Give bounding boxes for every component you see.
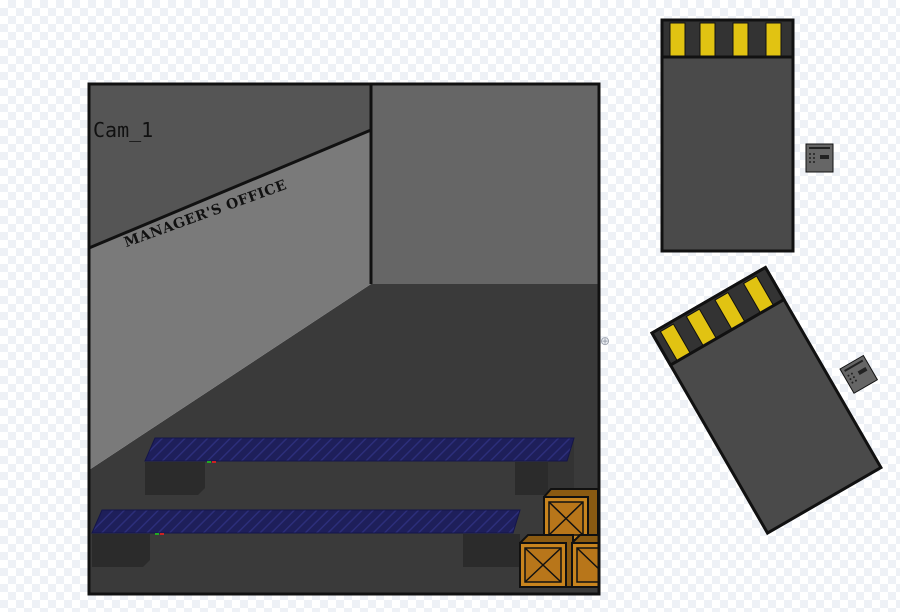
door-button-upright[interactable] xyxy=(805,143,834,173)
left-wall xyxy=(89,130,371,470)
conveyor-lower xyxy=(91,509,521,567)
camera-view xyxy=(89,84,599,594)
keypad-button-icon xyxy=(809,147,830,163)
ceiling-panel xyxy=(89,84,371,248)
back-wall xyxy=(371,84,599,284)
hazard-stripe-icon xyxy=(659,275,774,361)
crate-bottom-left xyxy=(519,534,574,588)
door-panel-tilted[interactable] xyxy=(649,265,883,536)
crate-top xyxy=(543,488,599,541)
door-button-tilted[interactable] xyxy=(839,354,879,394)
conveyor-upper xyxy=(144,437,575,495)
crate-bottom-right xyxy=(571,534,599,588)
camera-label: Cam_1 xyxy=(93,118,154,142)
crosshair-icon: ⊕ xyxy=(599,334,611,348)
keypad-button-icon xyxy=(844,359,868,384)
door-panel-upright[interactable] xyxy=(660,18,795,253)
camera-frame xyxy=(87,82,601,596)
hazard-stripe-icon xyxy=(669,22,782,57)
